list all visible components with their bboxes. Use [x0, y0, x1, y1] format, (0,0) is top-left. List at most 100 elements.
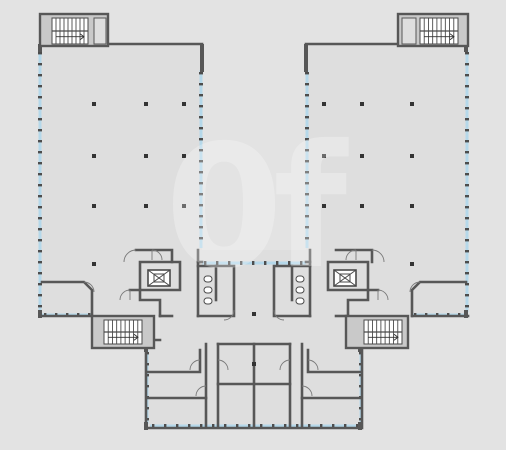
mullion	[465, 173, 469, 176]
mullion	[152, 424, 155, 428]
mullion	[38, 96, 42, 99]
mullion	[224, 424, 227, 428]
window-west-hall-right	[199, 70, 203, 248]
mullion	[236, 424, 239, 428]
column	[410, 154, 414, 158]
column	[360, 102, 364, 106]
door-south-west-1	[189, 359, 201, 371]
mullion	[465, 184, 469, 187]
mullion	[465, 228, 469, 231]
stair-arrow-head	[133, 333, 139, 341]
door-swings	[83, 249, 421, 397]
door-south-east-1	[307, 359, 319, 371]
mullion	[305, 138, 309, 141]
mullion	[260, 424, 263, 428]
mullion	[38, 228, 42, 231]
column	[322, 204, 326, 208]
column	[410, 262, 414, 266]
elevator-west	[147, 269, 171, 287]
structural-columns	[92, 102, 414, 366]
mullion	[216, 261, 219, 265]
mullion	[305, 193, 309, 196]
toilet-east-3	[295, 297, 305, 305]
door-south-center-right	[279, 359, 291, 371]
stair-arrow-head	[79, 33, 85, 41]
mullion	[465, 140, 469, 143]
mullion	[272, 424, 275, 428]
mullion	[465, 118, 469, 121]
mullion	[305, 226, 309, 229]
mullion	[38, 52, 42, 55]
facade-pier	[358, 422, 362, 430]
facade-pier	[38, 310, 42, 318]
column	[360, 154, 364, 158]
mullion	[240, 261, 243, 265]
mullion	[465, 52, 469, 55]
mullion	[465, 129, 469, 132]
door-south-east-2	[301, 385, 313, 397]
mullion	[305, 149, 309, 152]
mullion	[188, 424, 191, 428]
mullion	[199, 94, 203, 97]
mullion	[305, 94, 309, 97]
floor-link	[160, 250, 350, 340]
mullion	[320, 424, 323, 428]
mullion	[38, 107, 42, 110]
mullion	[305, 72, 309, 75]
stair-arrow-head	[449, 33, 455, 41]
mullion	[264, 261, 267, 265]
mullion	[465, 206, 469, 209]
mullion	[38, 294, 42, 297]
door-east-wc	[273, 309, 285, 321]
mullion	[199, 171, 203, 174]
mullion	[296, 424, 299, 428]
mullion	[38, 239, 42, 242]
toilet-east-2	[295, 286, 305, 294]
toilet-east-1	[295, 275, 305, 283]
door-west-corridor	[119, 289, 131, 301]
wall-west-corridor-step	[128, 288, 162, 318]
window-west-hall-left	[38, 50, 42, 312]
mullion	[305, 171, 309, 174]
mullion	[38, 272, 42, 275]
mullion	[38, 195, 42, 198]
mullion	[38, 85, 42, 88]
stair-north-west	[38, 12, 110, 48]
stair-arrow-head	[393, 333, 399, 341]
stair-south-east	[344, 314, 410, 350]
stair-north-east	[396, 12, 470, 48]
door-east-vestibule	[345, 249, 357, 261]
mullion	[465, 217, 469, 220]
column	[182, 154, 186, 158]
mullion	[465, 85, 469, 88]
door-west-hall-link	[123, 249, 137, 263]
door-south-west-2	[195, 385, 207, 397]
mullion	[199, 105, 203, 108]
mullion	[199, 182, 203, 185]
column	[252, 362, 256, 366]
column	[92, 102, 96, 106]
mullion	[38, 63, 42, 66]
wall-west-vestibule	[134, 248, 174, 264]
mullion	[305, 204, 309, 207]
mullion	[300, 261, 303, 265]
mullion	[38, 250, 42, 253]
mullion	[199, 237, 203, 240]
mullion	[204, 261, 207, 265]
wall-south-block-outline	[144, 338, 364, 430]
toilet-west-2	[203, 286, 213, 294]
mullion	[305, 116, 309, 119]
mullion	[465, 74, 469, 77]
mullion	[38, 173, 42, 176]
mullion	[332, 424, 335, 428]
mullion	[38, 129, 42, 132]
mullion	[199, 226, 203, 229]
mullion	[465, 63, 469, 66]
mullion	[199, 149, 203, 152]
window-east-hall-right	[465, 50, 469, 312]
mullion	[305, 237, 309, 240]
wall-south-west-room-1	[146, 348, 202, 374]
mullion	[38, 140, 42, 143]
facade-pier	[200, 44, 204, 72]
